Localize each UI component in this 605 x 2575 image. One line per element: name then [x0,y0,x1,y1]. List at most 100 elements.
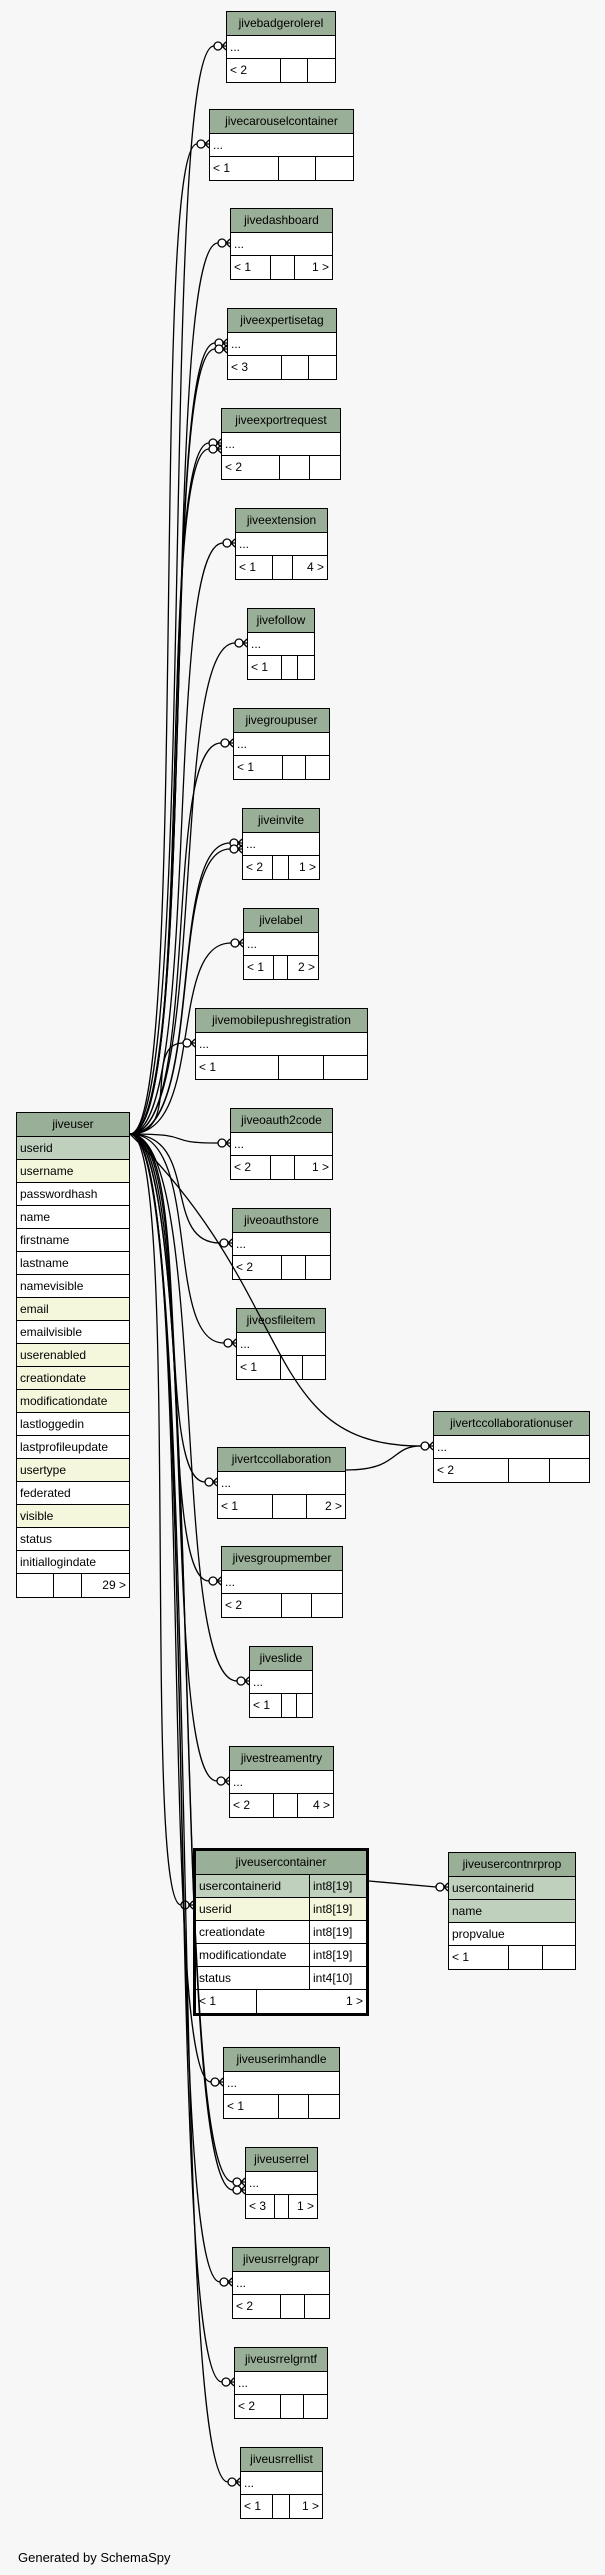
table-column: ... [210,134,353,157]
table-column: ... [237,1333,325,1356]
table-title: jivefollow [248,609,314,633]
table-column: modificationdate [17,1390,129,1413]
column-type: int8[19] [309,1898,366,1920]
table-jivertccollaborationuser[interactable]: jivertccollaborationuser ... < 2 [433,1411,590,1483]
table-jiveexportrequest[interactable]: jiveexportrequest ... < 2 [221,408,341,480]
table-jivemobilepushregistration[interactable]: jivemobilepushregistration ... < 1 [195,1008,368,1080]
table-jiveusrrelgrntf[interactable]: jiveusrrelgrntf ... < 2 [234,2347,328,2419]
table-title: jivertccollaboration [218,1448,345,1472]
table-title: jiveextension [236,509,327,533]
parent-count: < 1 [253,1698,271,1712]
table-jiveusercontnrprop[interactable]: jiveusercontnrprop usercontainerid name … [448,1852,576,1970]
table-column: ... [227,36,335,59]
table-column: ... [222,1571,342,1594]
child-count [315,157,353,180]
table-column: ... [243,833,319,856]
table-jivegroupuser[interactable]: jivegroupuser ... < 1 [233,708,330,780]
child-count: 1 > [287,856,319,879]
column-count [279,59,308,82]
parent-count: < 1 [199,1994,217,2008]
table-jiveexpertisetag[interactable]: jiveexpertisetag ... < 3 [227,308,337,380]
parent-count: < 1 [213,161,231,175]
table-title: jivecarouselcontainer [210,110,353,134]
parent-count: < 1 [247,960,265,974]
table-column: userid int8[19] [196,1898,366,1921]
table-jiveosfileitem[interactable]: jiveosfileitem ... < 1 [236,1308,326,1380]
child-count: 29 > [81,1574,129,1597]
parent-count: < 1 [237,760,255,774]
column-type: int8[19] [309,1921,366,1943]
table-column: ... [434,1436,589,1459]
column-count [272,556,292,579]
child-count [297,656,314,679]
table-footer: 29 > [17,1574,129,1597]
table-jiveslide[interactable]: jiveslide ... < 1 [249,1646,313,1718]
table-column: ... [248,633,314,656]
table-jivefollow[interactable]: jivefollow ... < 1 [247,608,315,680]
table-column: firstname [17,1229,129,1252]
parent-count: < 1 [251,660,269,674]
table-column: ... [224,2072,339,2095]
table-column: emailvisible [17,1321,129,1344]
table-column: ... [218,1472,345,1495]
table-column: ... [236,533,327,556]
column-name: userid [199,1902,232,1916]
table-jivecarouselcontainer[interactable]: jivecarouselcontainer ... < 1 [209,109,354,181]
table-footer: < 1 1 > [231,256,332,279]
table-column: usercontainerid [449,1877,575,1900]
column-count [279,2395,304,2418]
table-title: jiveuserimhandle [224,2048,339,2072]
child-count [305,756,329,779]
table-title: jivedashboard [231,209,332,233]
parent-count: < 1 [234,260,252,274]
table-column: userid [17,1137,129,1160]
table-title: jiveoauthstore [233,1209,330,1233]
table-jivesgroupmember[interactable]: jivesgroupmember ... < 2 [221,1546,343,1618]
child-count: 1 > [288,2495,322,2518]
parent-count: < 1 [244,2499,262,2513]
table-column: ... [250,1671,312,1694]
table-title: jiveusrrelgrapr [233,2248,329,2272]
table-footer: < 1 [250,1694,312,1717]
table-jiveusrrelgrapr[interactable]: jiveusrrelgrapr ... < 2 [232,2247,330,2319]
child-count [541,1946,576,1969]
child-count [307,59,335,82]
column-count [272,1495,306,1518]
parent-count: < 1 [240,1360,258,1374]
table-column: status [17,1528,129,1551]
child-count: 1 > [256,1990,366,2013]
column-count [278,456,310,479]
generated-by-text: Generated by SchemaSpy [18,2550,171,2565]
table-jiveuser[interactable]: jiveuser userid username passwordhash na… [16,1112,130,1598]
table-title: jivemobilepushregistration [196,1009,367,1033]
parent-count: < 2 [236,1260,254,1274]
child-count: 1 > [293,256,332,279]
table-column: ... [230,1771,333,1794]
child-count [311,1594,342,1617]
table-footer: < 1 [210,157,353,180]
table-title: jiveinvite [243,809,319,833]
table-title: jivebadgerolerel [227,12,335,36]
table-jivebadgerolerel[interactable]: jivebadgerolerel ... < 2 [226,11,336,83]
column-count [280,1594,312,1617]
table-title: jivertccollaborationuser [434,1412,589,1436]
table-jiveuserimhandle[interactable]: jiveuserimhandle ... < 1 [223,2047,340,2119]
column-count [281,756,306,779]
column-count [280,356,309,379]
table-jiveoauthstore[interactable]: jiveoauthstore ... < 2 [232,1208,331,1280]
